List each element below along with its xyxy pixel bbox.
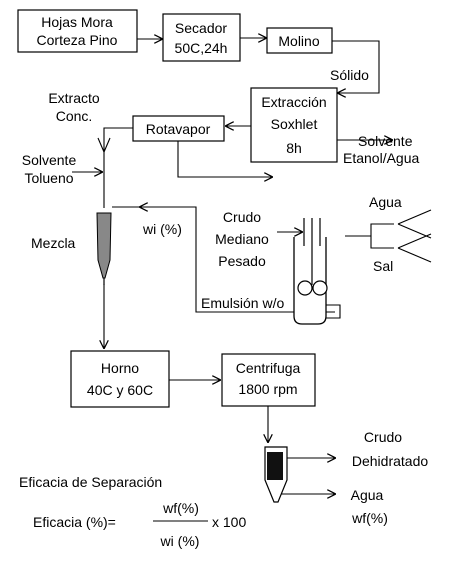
dryer-line-2: 50C,24h bbox=[175, 40, 228, 56]
line-water-branch bbox=[370, 223, 394, 236]
extraction-line-2: Soxhlet bbox=[271, 116, 318, 132]
solvent-toluene-line-2: Tolueno bbox=[24, 170, 73, 186]
raw-material-line-1: Hojas Mora bbox=[41, 14, 113, 30]
extraction-box: Extracción Soxhlet 8h bbox=[250, 87, 338, 163]
crude-line-2: Mediano bbox=[215, 231, 269, 247]
dryer-line-1: Secador bbox=[175, 20, 227, 36]
arrow-extract-right bbox=[103, 137, 111, 153]
water-in-label: Agua bbox=[369, 194, 402, 210]
centrifuge-tube-icon bbox=[264, 446, 288, 503]
formula-denominator: wi (%) bbox=[160, 533, 200, 549]
mill-label: Molino bbox=[278, 33, 319, 49]
water-out-line-2: wf(%) bbox=[351, 510, 388, 526]
solvent-ethanol-line-2: Etanol/Agua bbox=[343, 150, 419, 166]
raw-material-box: Hojas Mora Corteza Pino bbox=[17, 9, 138, 53]
centrifuge-line-2: 1800 rpm bbox=[238, 381, 297, 397]
solvent-toluene-line-1: Solvente bbox=[22, 152, 77, 168]
arrow-salt-lower bbox=[397, 247, 432, 263]
raw-material-line-2: Corteza Pino bbox=[37, 32, 118, 48]
solvent-ethanol-line-1: Solvente bbox=[358, 133, 413, 149]
arrow-salt-upper bbox=[397, 233, 432, 249]
line-rotavapor-to-mixer bbox=[103, 127, 133, 208]
arrow-water-lower bbox=[397, 223, 432, 239]
arrow-water-upper bbox=[397, 209, 432, 225]
rotavapor-label: Rotavapor bbox=[146, 121, 211, 137]
mixer-cone-icon bbox=[96, 212, 112, 285]
stirred-tank-icon bbox=[293, 218, 328, 325]
dryer-box: Secador 50C,24h bbox=[162, 13, 241, 62]
oven-line-1: Horno bbox=[101, 360, 139, 376]
line-tank-outlet bbox=[325, 304, 341, 319]
crude-line-3: Pesado bbox=[218, 253, 266, 269]
extract-line-1: Extracto bbox=[48, 90, 100, 106]
wi-label: wi (%) bbox=[142, 221, 182, 237]
formula-title: Eficacia de Separación bbox=[19, 474, 162, 490]
dehydrated-crude-line-1: Crudo bbox=[364, 429, 402, 445]
oven-line-2: 40C y 60C bbox=[87, 382, 153, 398]
solid-label: Sólido bbox=[330, 67, 369, 83]
rotavapor-box: Rotavapor bbox=[132, 115, 225, 142]
formula-numerator: wf(%) bbox=[162, 500, 199, 516]
oven-box: Horno 40C y 60C bbox=[70, 350, 170, 408]
formula-lhs: Eficacia (%)= bbox=[33, 514, 116, 530]
formula-factor: x 100 bbox=[212, 514, 246, 530]
mill-box: Molino bbox=[266, 27, 333, 54]
extract-line-2: Conc. bbox=[56, 108, 93, 124]
extraction-line-1: Extracción bbox=[261, 94, 326, 110]
efficiency-formula: Eficacia de Separación Eficacia (%)= wf(… bbox=[19, 474, 246, 549]
water-out-line-1: Agua bbox=[351, 487, 384, 503]
arrow-extract-left bbox=[97, 137, 105, 153]
arrow-mill-to-extraction bbox=[332, 40, 380, 93]
arrow-rotavapor-solvent-return bbox=[177, 141, 272, 177]
mixture-label: Mezcla bbox=[31, 235, 76, 251]
extraction-line-3: 8h bbox=[286, 140, 302, 156]
emulsion-label: Emulsión w/o bbox=[201, 295, 284, 311]
dehydrated-crude-line-2: Dehidratado bbox=[352, 453, 428, 469]
centrifuge-line-1: Centrifuga bbox=[236, 360, 301, 376]
crude-line-1: Crudo bbox=[223, 209, 261, 225]
salt-label: Sal bbox=[373, 258, 393, 274]
line-salt-branch bbox=[370, 236, 394, 249]
centrifuge-box: Centrifuga 1800 rpm bbox=[221, 353, 316, 407]
